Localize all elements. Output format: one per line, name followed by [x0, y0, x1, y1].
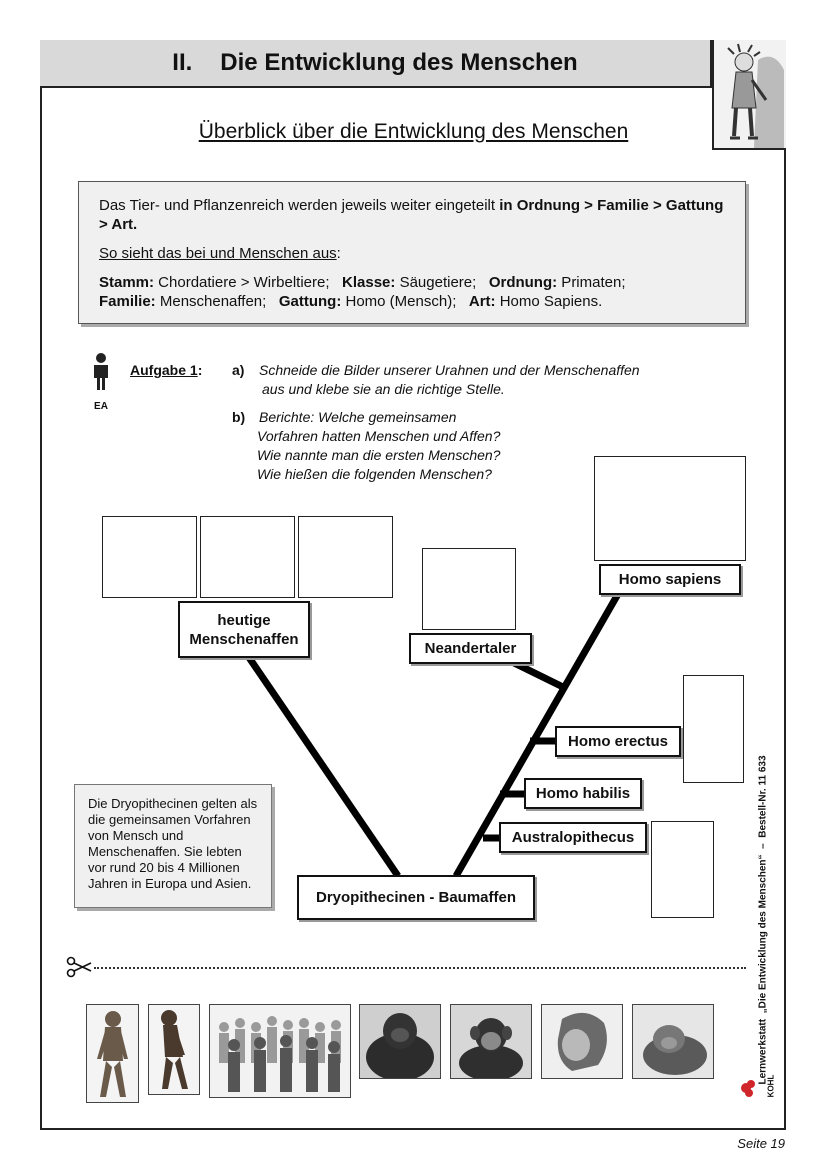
- label-homo-erectus: Homo erectus: [555, 726, 681, 757]
- paste-box-homo-erectus[interactable]: [683, 675, 744, 783]
- chapter-number: II.: [172, 49, 193, 76]
- side-publication-info: Lernwerkstatt „Die Entwicklung des Mensc…: [748, 755, 778, 1084]
- task-a-line2: aus und klebe sie an die richtige Stelle…: [262, 381, 505, 397]
- publisher-logo: [738, 1076, 766, 1102]
- taxonomy-info-box: Das Tier- und Pflanzenreich werden jewei…: [78, 181, 746, 324]
- page-number: Seite 19: [737, 1136, 785, 1151]
- label-australopithecus: Australopithecus: [499, 822, 647, 853]
- cutout-australopithecus-image[interactable]: [86, 1004, 139, 1103]
- label-homo-habilis: Homo habilis: [524, 778, 642, 809]
- paste-box-ape-3[interactable]: [298, 516, 393, 598]
- cut-line: [94, 967, 746, 969]
- label-neandertaler: Neandertaler: [409, 633, 532, 664]
- info-intro: Das Tier- und Pflanzenreich werden jewei…: [99, 197, 724, 233]
- page-subtitle: Überblick über die Entwicklung des Mensc…: [198, 120, 629, 143]
- label-homo-sapiens: Homo sapiens: [599, 564, 741, 595]
- paste-box-ape-1[interactable]: [102, 516, 197, 598]
- scissors-icon: [66, 956, 92, 978]
- side-dash: –: [757, 843, 769, 849]
- task-b-line2: Vorfahren hatten Menschen und Affen?: [257, 428, 501, 444]
- task-a-line1: Schneide die Bilder unserer Urahnen und …: [259, 362, 640, 378]
- chapter-title: Die Entwicklung des Menschen: [220, 49, 578, 76]
- cutout-neandertaler-image[interactable]: [541, 1004, 623, 1079]
- cutout-orangutan-image[interactable]: [632, 1004, 714, 1079]
- label-dryopithecinen: Dryopithecinen - Baumaffen: [297, 875, 535, 920]
- chapter-title-bar: II. Die Entwicklung des Menschen: [40, 40, 712, 88]
- task-a-marker: a): [232, 362, 245, 378]
- task-b-marker: b): [232, 409, 246, 425]
- cutout-chimpanzee-image[interactable]: [450, 1004, 532, 1079]
- ea-label: EA: [94, 401, 108, 412]
- info-example-heading: So sieht das bei und Menschen aus:: [99, 245, 341, 262]
- dryopithecinen-note: Die Dryopithecinen gelten als die gemein…: [74, 784, 272, 908]
- student-icon: EA: [88, 352, 114, 412]
- paste-box-ape-2[interactable]: [200, 516, 295, 598]
- task-b-line3: Wie nannte man die ersten Menschen?: [257, 447, 501, 463]
- info-taxonomy: Stamm: Chordatiere > Wirbeltiere; Klasse…: [99, 274, 626, 310]
- publisher-name: KOHL: [766, 1074, 776, 1098]
- task-title: Aufgabe 1:: [130, 362, 203, 378]
- caveman-illustration: [712, 40, 786, 150]
- task-b-line4: Wie hießen die folgenden Menschen?: [257, 466, 492, 482]
- paste-box-homo-sapiens[interactable]: [594, 456, 746, 561]
- cutout-gorilla-image[interactable]: [359, 1004, 441, 1079]
- cutout-homo-sapiens-crowd-image[interactable]: [209, 1004, 351, 1098]
- paste-box-neandertaler[interactable]: [422, 548, 516, 630]
- paste-box-australopithecus[interactable]: [651, 821, 714, 918]
- cutout-homo-habilis-image[interactable]: [148, 1004, 200, 1095]
- side-order-number: Bestell-Nr. 11 633: [757, 755, 769, 838]
- side-book-title: „Die Entwicklung des Menschen“: [757, 854, 769, 1014]
- task-b-line1: Berichte: Welche gemeinsamen: [259, 409, 457, 425]
